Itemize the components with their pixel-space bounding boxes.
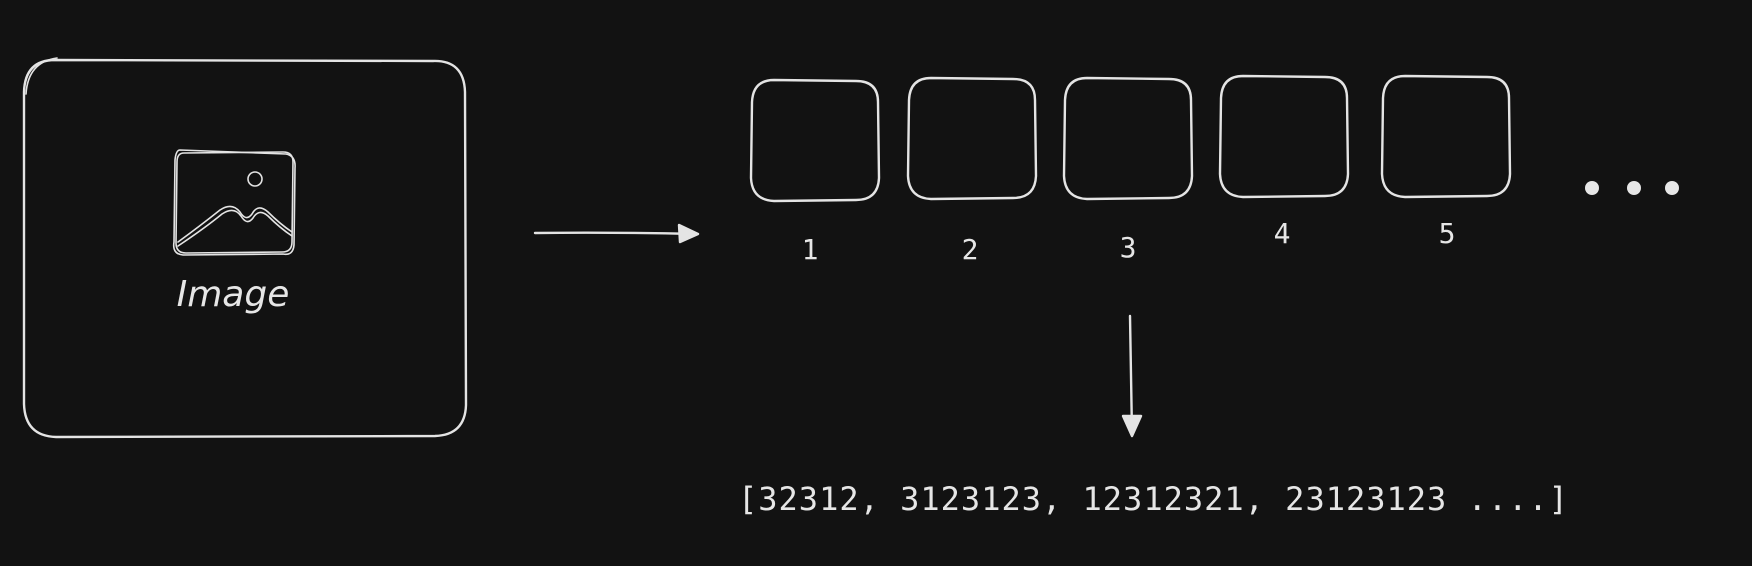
arrow-down bbox=[1121, 314, 1143, 438]
image-box bbox=[22, 57, 468, 439]
patch-box bbox=[1062, 76, 1194, 201]
patch-box bbox=[1380, 74, 1512, 199]
patch-label: 4 bbox=[1274, 217, 1291, 250]
ellipsis-dot bbox=[1665, 181, 1679, 195]
image-icon bbox=[172, 149, 296, 256]
patch-label: 3 bbox=[1120, 231, 1137, 264]
patch-label: 1 bbox=[802, 233, 819, 266]
patch-label: 2 bbox=[962, 233, 979, 266]
patch-box bbox=[906, 76, 1038, 201]
image-label: Image bbox=[177, 274, 290, 315]
arrow-right bbox=[533, 223, 700, 244]
ellipsis-dot bbox=[1627, 181, 1641, 195]
patch-box bbox=[749, 78, 881, 203]
ellipsis-dot bbox=[1585, 181, 1599, 195]
patch-box bbox=[1218, 74, 1350, 199]
patch-label: 5 bbox=[1439, 217, 1456, 250]
embedding-vector: [32312, 3123123, 12312321, 23123123 ....… bbox=[738, 480, 1569, 518]
patch-list: 1 2 3 4 5 bbox=[749, 74, 1512, 266]
ellipsis bbox=[1585, 181, 1679, 195]
